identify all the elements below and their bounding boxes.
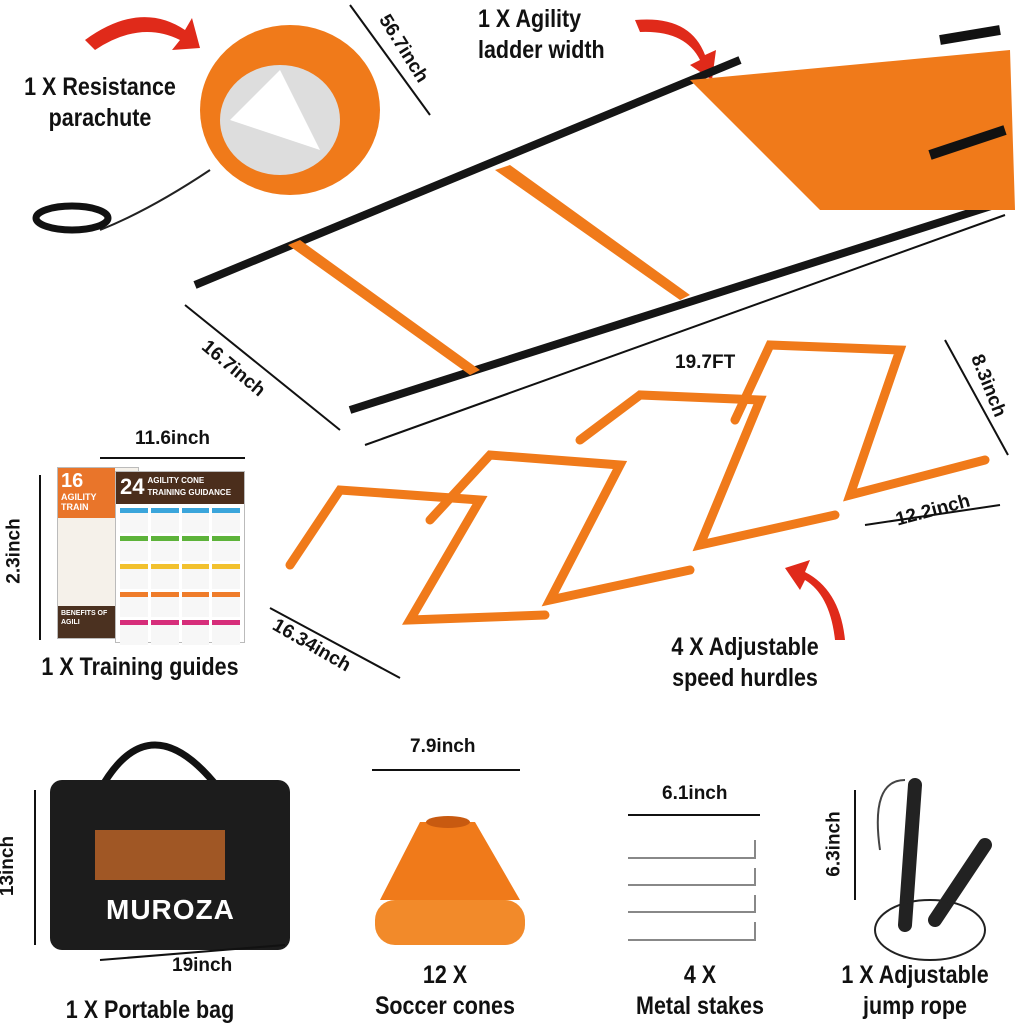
dimension-line <box>944 339 1009 456</box>
dimension-line <box>269 607 401 679</box>
ladder-length: 19.7FT <box>675 352 736 373</box>
dimension-line <box>99 944 286 961</box>
dimension-line <box>364 214 1006 446</box>
poster-24-number: 24 <box>120 474 145 499</box>
red-arrow-icon <box>785 560 845 640</box>
guides-width: 11.6inch <box>135 428 210 449</box>
soccer-cones-image <box>375 816 525 945</box>
red-arrow-icon <box>635 19 716 81</box>
guides-height: 2.3inch <box>3 518 25 584</box>
agility-ladder-image <box>193 25 1015 414</box>
guides-label: 1 X Training guides <box>41 653 239 681</box>
stakes-length: 6.1inch <box>662 783 728 804</box>
parachute-image <box>32 25 380 234</box>
dimension-line <box>349 4 431 116</box>
poster-16-footer: BENEFITS OF AGILI <box>58 606 115 638</box>
bag-brand-logo: MUROZA <box>106 894 235 925</box>
cones-diameter: 7.9inch <box>410 736 476 757</box>
poster-16-number: 16 <box>61 470 84 492</box>
dimension-line <box>864 504 1001 526</box>
poster-16-title: AGILITY TRAIN <box>61 492 97 512</box>
bag-label: 1 X Portable bag <box>65 996 235 1024</box>
rope-handle-length: 6.3inch <box>823 811 845 877</box>
speed-hurdles-image <box>285 340 990 625</box>
bag-height: 13inch <box>0 835 19 897</box>
dimension-line <box>184 304 341 431</box>
bag-width: 19inch <box>172 955 233 976</box>
red-arrow-icon <box>85 17 200 50</box>
poster-24-title: AGILITY CONE TRAINING GUIDANCE <box>147 476 232 497</box>
portable-bag-image <box>50 741 290 950</box>
drill-grid <box>116 504 244 649</box>
metal-stakes-image <box>628 840 756 941</box>
jump-rope-image <box>874 778 992 961</box>
